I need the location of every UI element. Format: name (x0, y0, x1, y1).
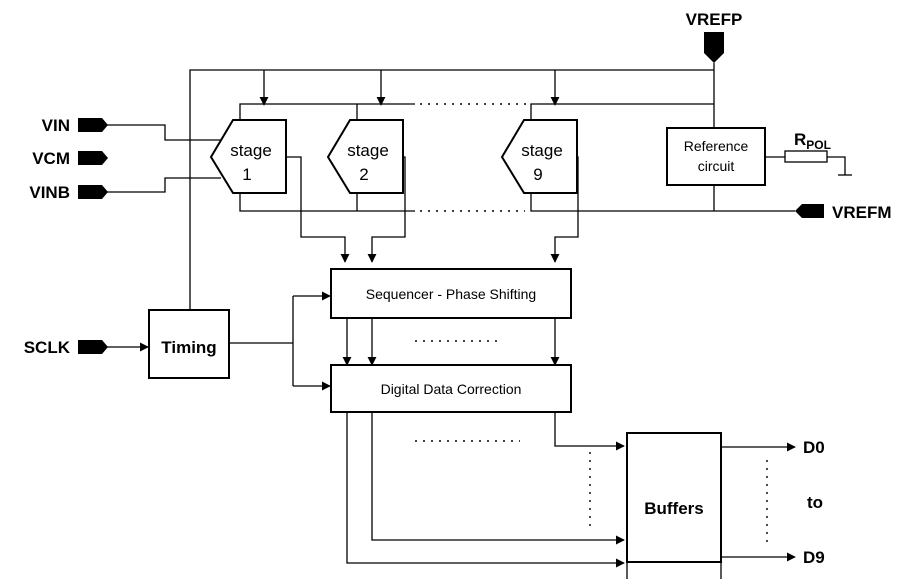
rpol-label-subscript: POL (806, 138, 831, 152)
rpol-label-main: R (794, 130, 806, 149)
reference-circuit-label-line1: Reference (684, 138, 749, 154)
reference-circuit-label-line2: circuit (698, 158, 735, 174)
pin-vrefp-label: VREFP (686, 10, 743, 29)
pin-vrefm-connector (795, 204, 824, 218)
reference-circuit-block: Reference circuit (666, 127, 766, 186)
pin-sclk-connector (78, 340, 108, 354)
pin-d0-label: D0 (803, 438, 825, 457)
pin-vinb-label: VINB (29, 183, 70, 202)
correction-label: Digital Data Correction (381, 381, 522, 397)
stage-2: stage 2 (326, 119, 404, 194)
pin-sclk-label: SCLK (24, 338, 71, 357)
pin-vin-label: VIN (42, 116, 70, 135)
timing-label: Timing (161, 338, 216, 357)
timing-block: Timing (148, 309, 230, 379)
pin-vinb-connector (78, 185, 108, 199)
sequencer-block: Sequencer - Phase Shifting (330, 268, 572, 319)
rpol-resistor (784, 150, 828, 163)
buffers-block: Buffers (626, 432, 722, 563)
stage-2-label: stage (347, 141, 389, 160)
buffers-label: Buffers (644, 499, 704, 518)
pin-vcm-connector (78, 151, 108, 165)
stage-9: stage 9 (500, 119, 578, 194)
stage-1: stage 1 (209, 119, 287, 194)
wiring (106, 63, 852, 579)
pin-vcm-label: VCM (32, 149, 70, 168)
pin-d9-label: D9 (803, 548, 825, 567)
pin-to-label: to (807, 493, 823, 512)
rpol-label: RPOL (794, 130, 831, 152)
correction-block: Digital Data Correction (330, 364, 572, 413)
sequencer-label: Sequencer - Phase Shifting (366, 286, 536, 302)
pin-vrefp-connector (704, 32, 724, 63)
stage-2-number: 2 (359, 165, 368, 184)
stage-9-label: stage (521, 141, 563, 160)
stage-1-number: 1 (242, 165, 251, 184)
stage-9-number: 9 (533, 165, 542, 184)
pin-vin-connector (78, 118, 108, 132)
stage-1-label: stage (230, 141, 272, 160)
pin-vrefm-label: VREFM (832, 203, 892, 222)
